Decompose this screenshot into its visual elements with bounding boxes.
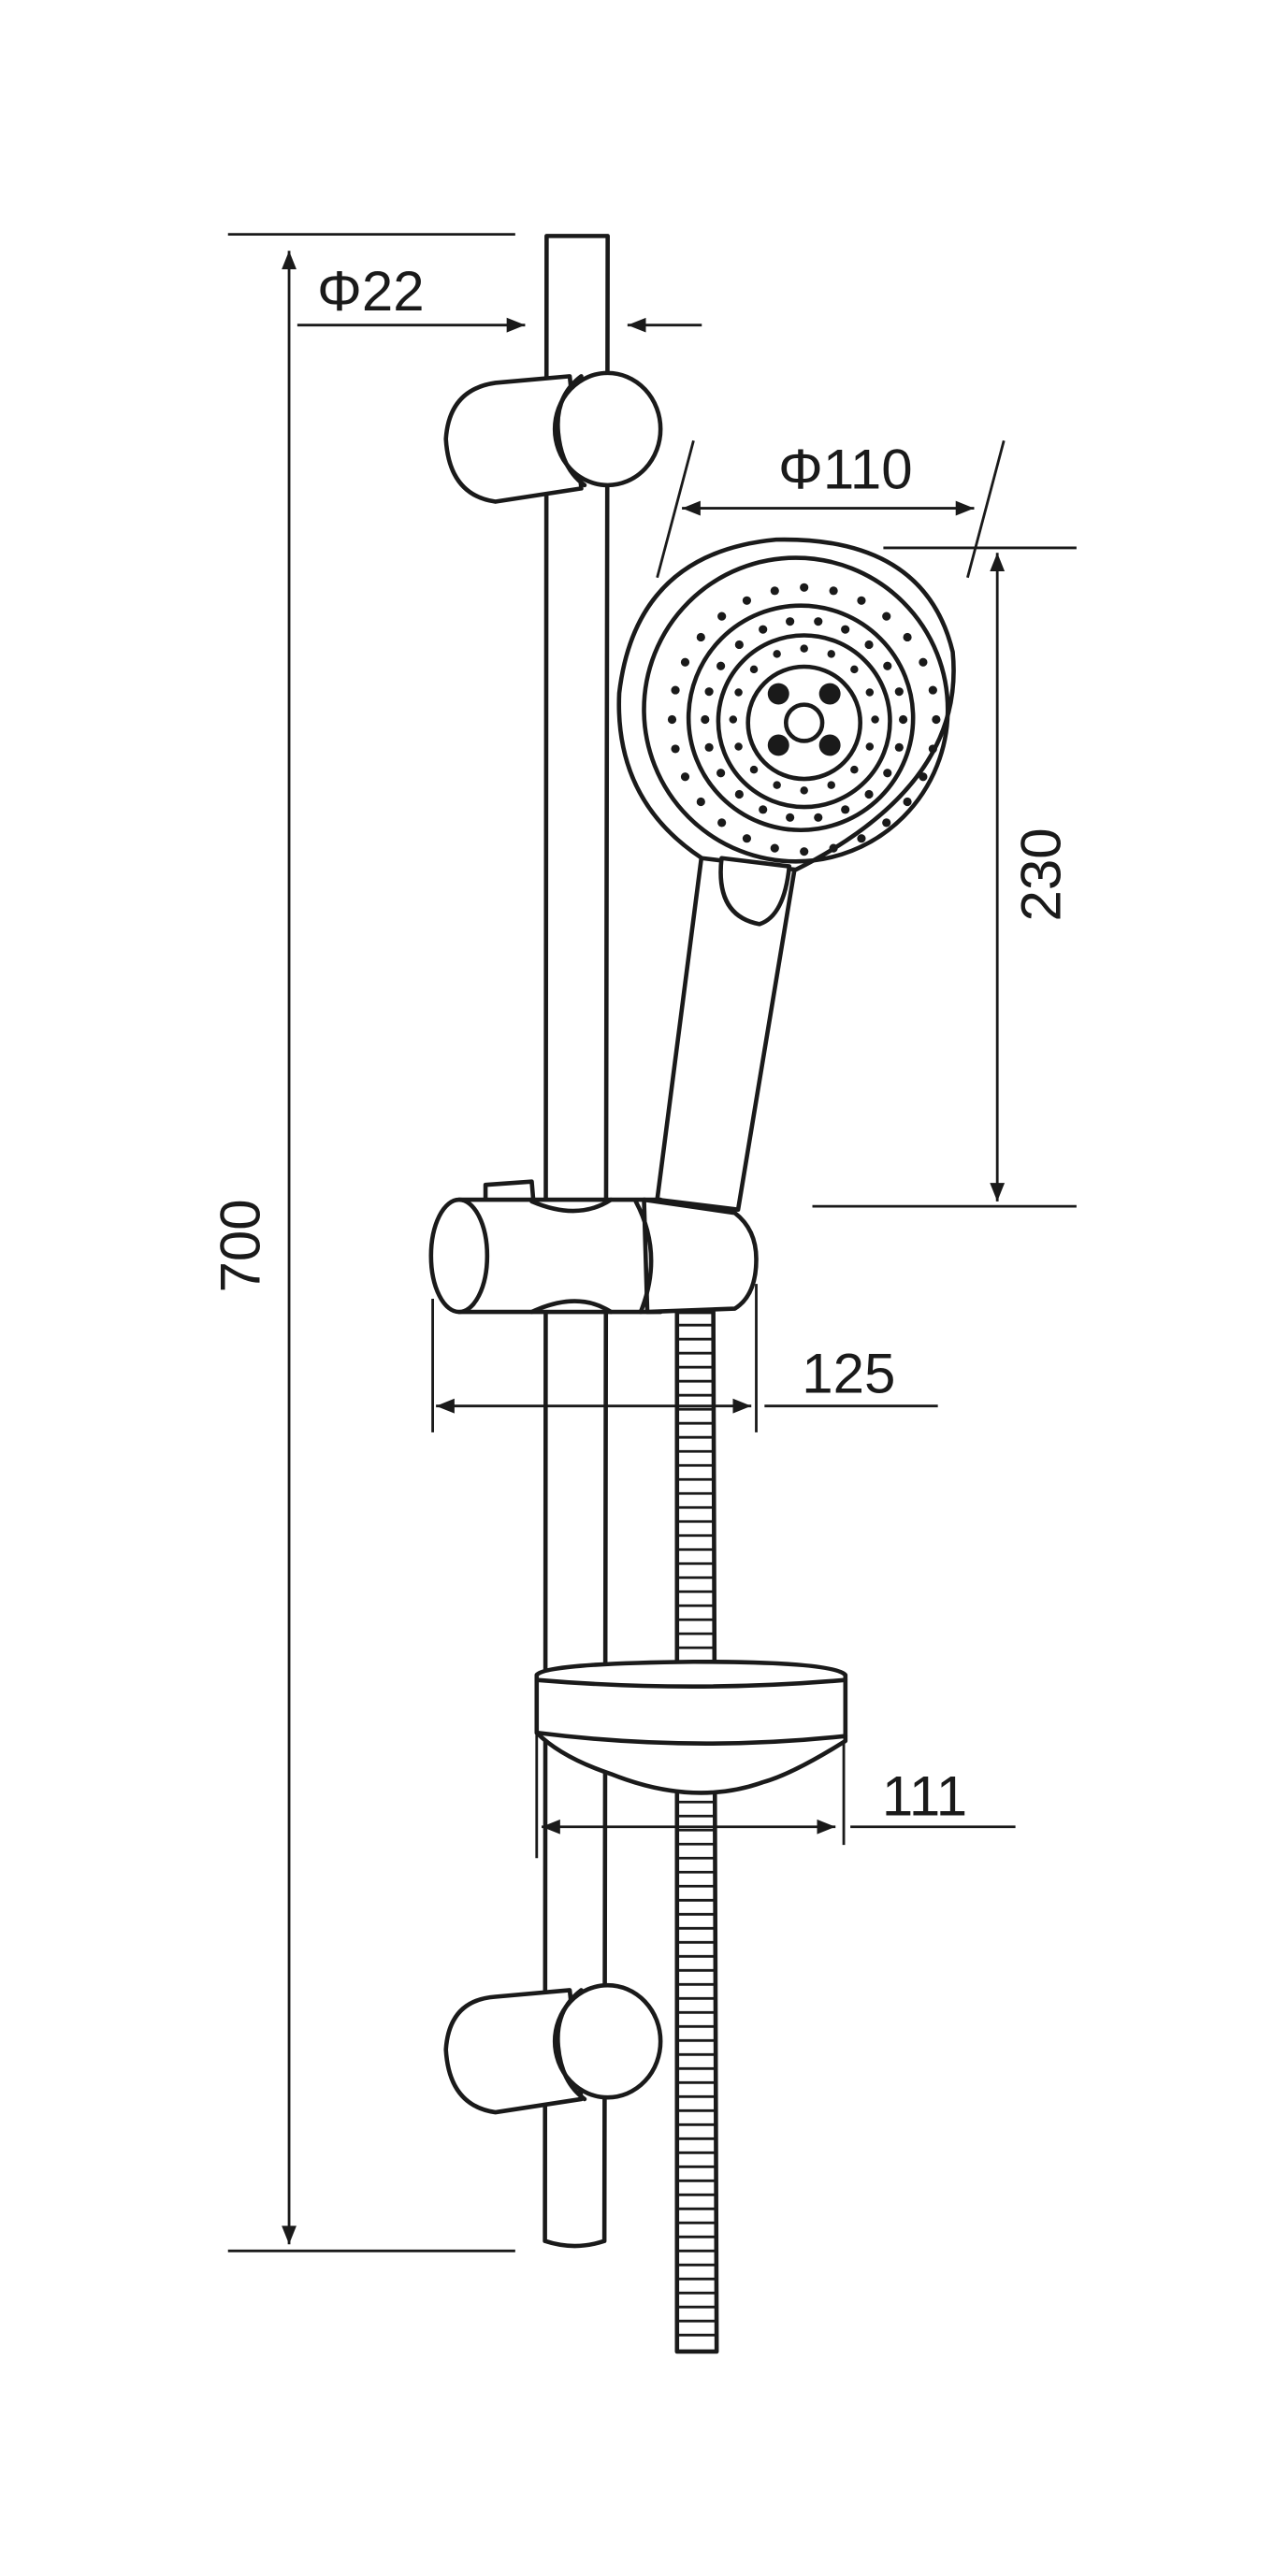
nozzle-dot	[786, 813, 795, 822]
nozzle-dot	[882, 612, 891, 621]
nozzle-dot	[734, 688, 743, 697]
nozzle-dot	[841, 625, 850, 634]
dimension-label-230: 230	[1009, 827, 1072, 921]
nozzle-dot	[734, 742, 743, 751]
shower-hose	[674, 1309, 719, 2354]
dimension-230: 230	[812, 546, 1077, 1208]
nozzle-dot	[928, 685, 937, 695]
nozzle-dot	[759, 805, 768, 814]
nozzle-dot	[680, 772, 690, 782]
nozzle-dot	[814, 617, 823, 626]
nozzle-dot	[773, 650, 781, 658]
nozzle-dot	[903, 632, 912, 642]
nozzle-dot	[716, 769, 726, 778]
nozzle-dot	[773, 781, 781, 789]
bottom-wall-bracket	[443, 1982, 663, 2115]
nozzle-dot	[696, 797, 705, 807]
nozzle-dot	[800, 786, 808, 795]
dimension-label-700: 700	[209, 1199, 271, 1292]
nozzle-dot	[814, 813, 823, 822]
nozzle-dot	[919, 657, 928, 667]
nozzle-dot	[767, 734, 789, 756]
nozzle-dot	[800, 644, 808, 653]
nozzle-dot	[818, 734, 841, 756]
dimension-label-phi110: Φ110	[778, 438, 913, 500]
dimension-111: 111	[535, 1733, 1016, 1859]
nozzle-dot	[671, 685, 680, 695]
nozzle-dot	[827, 781, 835, 789]
nozzle-dot	[680, 657, 690, 667]
nozzle-dot	[882, 818, 891, 827]
nozzle-dot	[857, 834, 866, 843]
nozzle-dot	[841, 805, 850, 814]
nozzle-dot	[800, 847, 809, 856]
nozzle-dot	[742, 834, 752, 843]
nozzle-dot	[898, 714, 908, 725]
nozzle-dot	[928, 744, 937, 754]
nozzle-dot	[749, 765, 759, 774]
nozzle-dot	[704, 742, 714, 752]
nozzle-dot	[865, 742, 875, 751]
nozzle-dot	[800, 583, 809, 592]
nozzle-dot	[850, 765, 859, 774]
dimension-phi110: Φ110	[656, 438, 1006, 579]
nozzle-dot	[716, 661, 726, 670]
nozzle-dot	[742, 596, 752, 605]
nozzle-dot	[894, 742, 904, 752]
nozzle-dot	[717, 612, 727, 621]
dimension-label-125: 125	[802, 1343, 895, 1405]
nozzle-dot	[818, 683, 841, 705]
dimension-700: 700	[209, 233, 515, 2252]
nozzle-dot	[667, 714, 677, 725]
nozzle-dot	[864, 789, 874, 799]
nozzle-dot	[883, 661, 892, 670]
nozzle-dot	[717, 818, 727, 827]
top-wall-bracket	[443, 370, 663, 504]
nozzle-dot	[827, 650, 835, 658]
nozzle-dot	[864, 640, 874, 650]
nozzle-dot	[894, 687, 904, 697]
height-slider	[428, 1179, 759, 1315]
nozzle-dot	[767, 683, 789, 705]
nozzle-dot	[749, 665, 759, 674]
nozzle-dot	[759, 625, 768, 634]
nozzle-dot	[919, 772, 928, 782]
dimension-label-111: 111	[882, 1764, 967, 1827]
dimension-label-phi22: Φ22	[317, 260, 425, 323]
nozzle-dot	[857, 596, 866, 605]
nozzle-dot	[865, 688, 875, 697]
nozzle-dot	[770, 843, 779, 853]
nozzle-dot	[734, 789, 744, 799]
nozzle-dot	[671, 744, 680, 754]
nozzle-dot	[729, 715, 738, 724]
nozzle-dot	[696, 632, 705, 642]
spray-nozzles	[667, 583, 941, 856]
nozzle-dot	[903, 797, 912, 807]
nozzle-dot	[704, 687, 714, 697]
soap-dish	[534, 1659, 848, 1795]
shower-head	[616, 537, 956, 927]
nozzle-dot	[701, 714, 710, 725]
nozzle-dot	[786, 617, 795, 626]
dimension-phi22: Φ22	[297, 260, 702, 333]
nozzle-dot	[829, 586, 838, 596]
nozzle-dot	[932, 714, 941, 725]
nozzle-dot	[883, 769, 892, 778]
nozzle-dot	[734, 640, 744, 650]
nozzle-dot	[829, 843, 838, 853]
dimension-125: 125	[431, 1284, 938, 1432]
nozzle-dot	[770, 586, 779, 596]
nozzle-dot	[871, 715, 879, 724]
nozzle-dot	[850, 665, 859, 674]
